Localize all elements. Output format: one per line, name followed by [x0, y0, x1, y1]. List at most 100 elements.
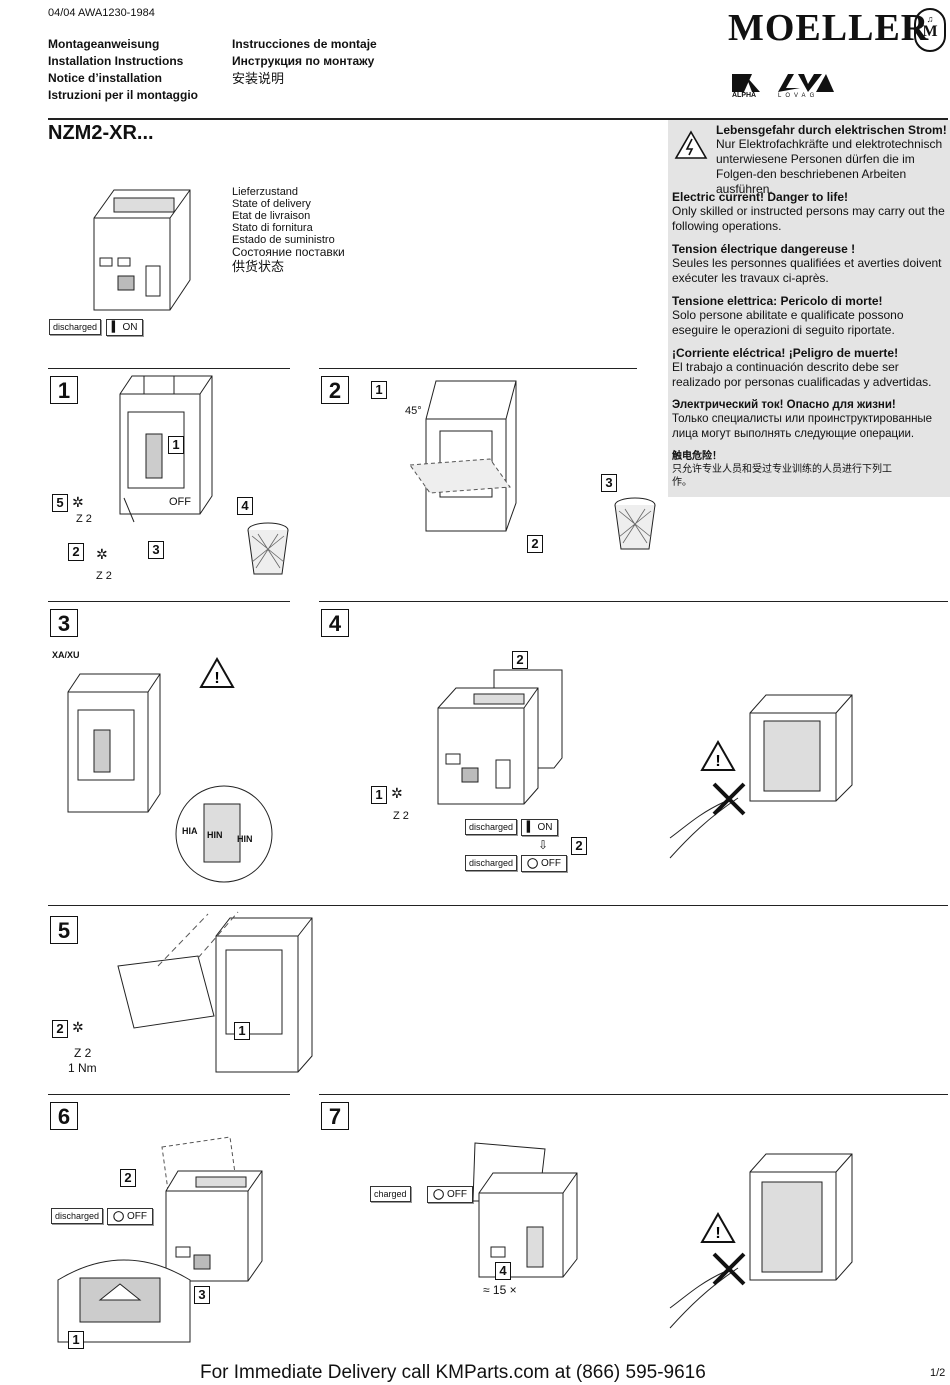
svg-text:!: !: [214, 670, 219, 687]
delivery-on-badge: ▍ ON: [106, 319, 144, 336]
step-3-hia-label: HIA: [182, 826, 198, 836]
step-4-on-badge: ▍ ON: [521, 819, 559, 836]
title-it: Istruzioni per il montaggio: [48, 88, 198, 102]
hand-prohibited-icon: [669, 1252, 746, 1329]
step-7-illustration: [472, 1142, 578, 1278]
step-6-label-1: 1: [68, 1331, 84, 1349]
delivery-ru: Состояние поставки: [232, 245, 345, 259]
section-rule-1: [48, 368, 290, 369]
step-7-label-4: 4: [495, 1262, 511, 1280]
safety-warning-panel: Lebensgefahr durch elektrischen Strom! N…: [668, 120, 950, 497]
step-4-z2: Z 2: [393, 810, 409, 822]
step-1-illustration: [119, 375, 213, 523]
step-5-label-2: 2: [52, 1020, 68, 1038]
title-fr: Notice d’installation: [48, 71, 163, 85]
product-title: NZM2-XR...: [48, 122, 154, 144]
title-ru: Инструкция по монтажу: [232, 54, 375, 68]
step-6-off-badge: ◯ OFF: [107, 1208, 153, 1225]
step-1-off-label: OFF: [169, 496, 191, 508]
arrow-down-icon: ⇩: [538, 838, 549, 852]
header-rule: [48, 118, 948, 120]
step-2-label-3: 3: [601, 474, 617, 492]
title-en: Installation Instructions: [48, 54, 184, 68]
step-2-number: 2: [321, 376, 349, 404]
alpha-logo: ALPHA: [730, 72, 762, 100]
step-6-label-2: 2: [120, 1169, 136, 1187]
document-code: 04/04 AWA1230-1984: [48, 7, 155, 19]
warning-de: Lebensgefahr durch elektrischen Strom! N…: [716, 123, 947, 196]
step-7-charged-badge: charged: [370, 1186, 411, 1202]
warning-triangle-icon: !: [199, 656, 235, 688]
section-rule-6: [48, 1094, 290, 1095]
warning-zh: 触电危险！ 只允许专业人员和受过专业训练的人员进行下列工作。: [672, 451, 892, 488]
warning-en: Electric current! Danger to life! Only s…: [672, 190, 945, 233]
section-rule-2: [319, 368, 637, 369]
step-4-off-badge: ◯ OFF: [521, 855, 567, 872]
step-1-label-3: 3: [148, 541, 164, 559]
waste-bin-icon: [614, 497, 656, 550]
step-4-illustration: [437, 669, 563, 805]
delivery-zh: 供货状态: [232, 259, 285, 274]
step-1-label-5: 5: [52, 494, 68, 512]
titles-right: Instrucciones de montaje Инструкция по м…: [232, 36, 377, 87]
delivery-fr: Etat de livraison: [232, 210, 311, 222]
svg-text:!: !: [715, 753, 720, 770]
step-3-number: 3: [50, 609, 78, 637]
warning-ru: Электрический ток! Опасно для жизни! Тол…: [672, 399, 933, 440]
warning-es: ¡Corriente eléctrica! ¡Peligro de muerte…: [672, 346, 932, 389]
delivery-it: Stato di fornitura: [232, 222, 313, 234]
step-1-label-1: 1: [168, 436, 184, 454]
delivery-de: Lieferzustand: [232, 186, 299, 198]
waste-bin-icon: [247, 522, 289, 575]
step-4-right-device: [749, 694, 853, 802]
step-1-z2-b: Z 2: [96, 570, 112, 582]
auxiliary-contact-zoom: [175, 785, 273, 883]
step-3-xaxu-label: XA/XU: [52, 650, 80, 660]
step-7-off-badge: ◯ OFF: [427, 1186, 473, 1203]
brand-mark-icon: ♫ M: [914, 8, 946, 52]
step-1-number: 1: [50, 376, 78, 404]
section-rule-3: [48, 601, 290, 602]
step-2-illustration: [409, 380, 517, 532]
step-5-number: 5: [50, 916, 78, 944]
step-3-illustration: [67, 673, 161, 813]
section-rule-4: [319, 601, 948, 602]
brand-logo: MOELLER: [728, 7, 930, 49]
step-1-label-2: 2: [68, 543, 84, 561]
page-number: 1/2: [930, 1367, 946, 1379]
warning-triangle-icon: !: [700, 739, 736, 771]
delivery-state-labels: Lieferzustand State of delivery Etat de …: [232, 186, 345, 273]
step-4-label-1: 1: [371, 786, 387, 804]
screwdriver-icon: ✲: [391, 785, 403, 801]
step-2-label-2: 2: [527, 535, 543, 553]
step-4-discharged-badge-1: discharged: [465, 819, 518, 835]
title-es: Instrucciones de montaje: [232, 37, 377, 51]
step-6-label-3: 3: [194, 1286, 210, 1304]
section-rule-7: [319, 1094, 948, 1095]
title-zh: 安装说明: [232, 71, 285, 86]
step-6-number: 6: [50, 1102, 78, 1130]
delivery-discharged-badge: discharged: [49, 319, 102, 335]
delivery-es: Estado de suministro: [232, 234, 335, 246]
warning-it: Tensione elettrica: Pericolo di morte! S…: [672, 294, 904, 337]
warning-fr: Tension électrique dangereuse ! Seules l…: [672, 242, 942, 285]
step-7-count: ≈ 15 ×: [483, 1283, 517, 1297]
step-2-label-1: 1: [371, 381, 387, 399]
lovag-logo: LOVAG: [776, 70, 836, 100]
delivery-device-illustration: [93, 189, 191, 311]
step-7-number: 7: [321, 1102, 349, 1130]
electric-hazard-icon: [674, 130, 708, 159]
screwdriver-icon: ✲: [72, 494, 84, 510]
step-4-number: 4: [321, 609, 349, 637]
step-3-hin-label-1: HIN: [207, 830, 223, 840]
step-3-hin-label-2: HIN: [237, 834, 253, 844]
step-4-discharged-badge-2: discharged: [465, 855, 518, 871]
step-5-label-1: 1: [234, 1022, 250, 1040]
warning-triangle-icon: !: [700, 1211, 736, 1243]
delivery-en: State of delivery: [232, 198, 311, 210]
step-1-label-4: 4: [237, 497, 253, 515]
step-7-right-device: [749, 1153, 853, 1281]
step-4-label-2a: 2: [512, 651, 528, 669]
step-1-z2-a: Z 2: [76, 513, 92, 525]
step-5-illustration: [117, 911, 313, 1073]
